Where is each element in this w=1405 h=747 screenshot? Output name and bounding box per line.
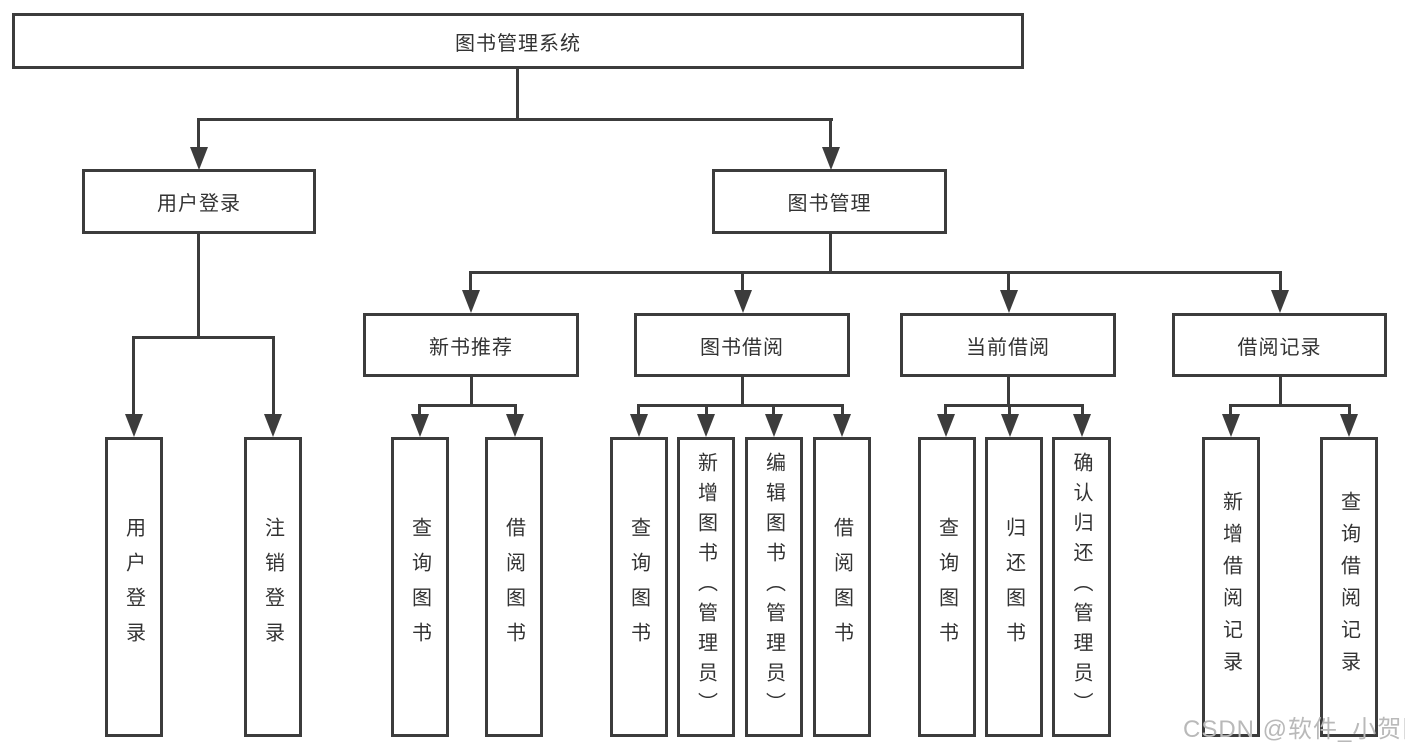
node-label: 图书管理 [787,193,872,215]
arrow-down-icon [462,290,480,313]
connector-line [944,404,1084,407]
connector-line [741,271,744,291]
leaf-label: 查询借阅记录 [1337,491,1360,683]
node-label: 用户登录 [157,193,241,215]
leaf-label: 确认归还（管理员） [1070,452,1092,722]
arrow-down-icon [765,414,783,437]
arrow-down-icon [506,414,524,437]
connector-line [637,404,844,407]
node-label: 图书借阅 [700,336,784,359]
connector-line [132,336,135,415]
arrow-down-icon [1001,414,1019,437]
leaf-label: 借阅图书 [502,517,525,657]
connector-line [197,118,833,121]
watermark: CSDN @软件_小贺同学 [1183,716,1405,743]
connector-line [1008,404,1011,416]
arrow-down-icon [697,414,715,437]
node-borrowing-records: 借阅记录 [1172,313,1387,377]
node-book-management: 图书管理 [712,169,947,234]
node-current-borrowing: 当前借阅 [900,313,1116,377]
leaf-confirm-return-admin: 确认归还（管理员） [1052,437,1111,737]
node-label: 借阅记录 [1237,336,1322,359]
leaf-label: 查询图书 [627,517,650,657]
node-user-login: 用户登录 [82,169,316,234]
leaf-label: 新增借阅记录 [1219,491,1242,683]
leaf-borrow-books-recommend: 借阅图书 [485,437,543,737]
leaf-query-books-recommend: 查询图书 [391,437,449,737]
leaf-query-borrow-record: 查询借阅记录 [1320,437,1378,737]
leaf-label: 归还图书 [1002,517,1025,657]
connector-line [418,404,517,407]
leaf-label: 注销登录 [261,517,284,657]
arrow-down-icon [1073,414,1091,437]
node-new-book-recommend: 新书推荐 [363,313,579,377]
arrow-down-icon [734,290,752,313]
connector-line [197,118,200,147]
arrow-down-icon [1340,414,1358,437]
connector-line [829,234,832,273]
connector-line [1229,404,1232,416]
connector-line [637,404,640,416]
connector-line [772,404,775,416]
connector-line [514,404,517,416]
connector-line [944,404,947,416]
arrow-down-icon [411,414,429,437]
connector-line [829,118,832,147]
node-library-management-system: 图书管理系统 [12,13,1024,69]
arrow-down-icon [1271,290,1289,313]
leaf-label: 编辑图书（管理员） [762,452,785,722]
leaf-label: 查询图书 [408,517,431,657]
leaf-label: 新增图书（管理员） [694,452,717,722]
connector-line [470,376,473,407]
connector-line [469,271,472,291]
connector-line [1007,376,1010,407]
arrow-down-icon [1000,290,1018,313]
leaf-label: 借阅图书 [830,517,853,657]
connector-line [741,376,744,407]
arrow-down-icon [937,414,955,437]
leaf-user-login: 用户登录 [105,437,163,737]
leaf-borrow-books: 借阅图书 [813,437,871,737]
connector-line [841,404,844,416]
arrow-down-icon [125,414,143,437]
leaf-query-books-current: 查询图书 [918,437,976,737]
connector-line [516,69,519,119]
connector-line [1229,404,1350,407]
arrow-down-icon [630,414,648,437]
connector-line [1348,404,1351,416]
leaf-query-books-borrowing: 查询图书 [610,437,668,737]
connector-line [1279,271,1282,291]
leaf-label: 查询图书 [935,517,958,657]
node-book-borrowing: 图书借阅 [634,313,850,377]
connector-line [1007,271,1010,291]
connector-line [272,336,275,415]
connector-line [705,404,708,416]
arrow-down-icon [1222,414,1240,437]
connector-line [418,404,421,416]
connector-line [1081,404,1084,416]
connector-line [197,233,200,339]
node-label: 新书推荐 [429,336,513,359]
connector-line [132,336,275,339]
node-label: 当前借阅 [966,336,1050,359]
connector-line [1279,376,1282,407]
leaf-label: 用户登录 [122,517,145,657]
leaf-return-book: 归还图书 [985,437,1043,737]
leaf-logout: 注销登录 [244,437,302,737]
node-label: 图书管理系统 [455,32,581,55]
connector-line [469,271,1282,274]
arrow-down-icon [264,414,282,437]
leaf-add-book-admin: 新增图书（管理员） [677,437,735,737]
arrow-down-icon [833,414,851,437]
arrow-down-icon [822,147,840,170]
leaf-edit-book-admin: 编辑图书（管理员） [745,437,803,737]
leaf-add-borrow-record: 新增借阅记录 [1202,437,1260,737]
arrow-down-icon [190,147,208,170]
